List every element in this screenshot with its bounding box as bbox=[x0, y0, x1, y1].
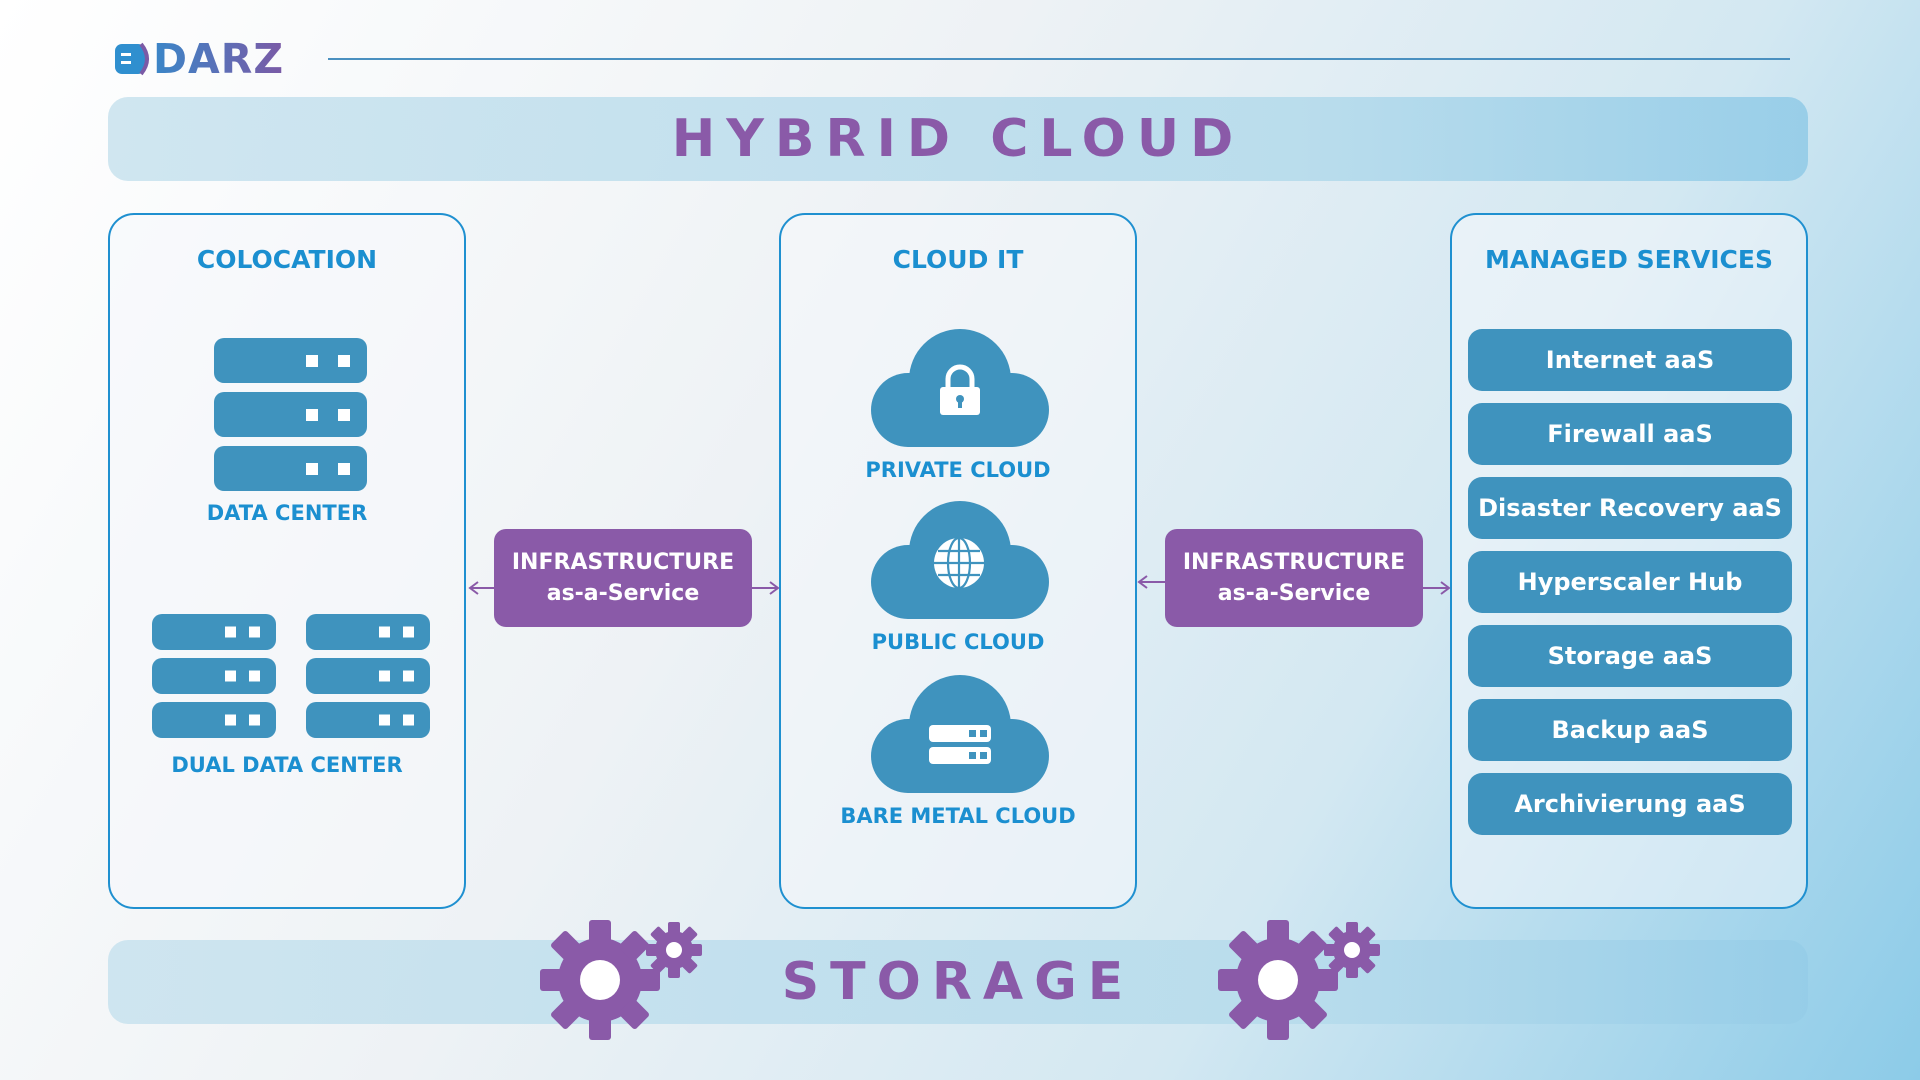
gears-icon bbox=[1218, 920, 1380, 1040]
iaas-left-line1: INFRASTRUCTURE bbox=[511, 550, 735, 575]
storage-banner: STORAGE bbox=[108, 940, 1808, 1024]
service-disaster-recovery: Disaster Recovery aaS bbox=[1468, 477, 1792, 539]
storage-title: STORAGE bbox=[781, 952, 1135, 1012]
logo-text: DARZ bbox=[153, 35, 285, 83]
bare-metal-cloud-label: BARE METAL CLOUD bbox=[840, 804, 1076, 828]
logo-mark-icon bbox=[115, 41, 153, 77]
iaas-connector-right: INFRASTRUCTURE as-a-Service bbox=[1165, 529, 1423, 627]
public-cloud-label: PUBLIC CLOUD bbox=[871, 630, 1045, 654]
colocation-panel: COLOCATION DATA CENTER DUAL DATA CENTER bbox=[108, 213, 466, 909]
dual-data-center-label: DUAL DATA CENTER bbox=[171, 753, 403, 777]
service-archivierung: Archivierung aaS bbox=[1468, 773, 1792, 835]
service-hyperscaler-hub: Hyperscaler Hub bbox=[1468, 551, 1792, 613]
data-center-label: DATA CENTER bbox=[206, 501, 368, 525]
private-cloud-label: PRIVATE CLOUD bbox=[865, 458, 1051, 482]
iaas-right-line1: INFRASTRUCTURE bbox=[1182, 550, 1406, 575]
left-arrow-icon bbox=[1137, 575, 1167, 589]
left-arrow-icon bbox=[468, 581, 496, 595]
banner-title: HYBRID CLOUD bbox=[671, 109, 1245, 169]
right-arrow-icon bbox=[752, 581, 780, 595]
iaas-connector-left: INFRASTRUCTURE as-a-Service bbox=[494, 529, 752, 627]
lock-cloud-icon bbox=[871, 329, 1049, 447]
right-arrow-icon bbox=[1423, 581, 1451, 595]
darz-logo: DARZ bbox=[115, 35, 285, 83]
gears-icon bbox=[540, 920, 702, 1040]
iaas-right-line2: as-a-Service bbox=[1217, 581, 1371, 606]
managed-services-panel: MANAGED SERVICES Internet aaS Firewall a… bbox=[1450, 213, 1808, 909]
header-divider bbox=[328, 58, 1790, 60]
iaas-left-line2: as-a-Service bbox=[546, 581, 700, 606]
service-firewall: Firewall aaS bbox=[1468, 403, 1792, 465]
cloud-it-panel: CLOUD IT PRIVATE CLOUD PUBLIC CLOUD bbox=[779, 213, 1137, 909]
service-backup: Backup aaS bbox=[1468, 699, 1792, 761]
hybrid-cloud-banner: HYBRID CLOUD bbox=[108, 97, 1808, 181]
globe-cloud-icon bbox=[871, 501, 1049, 619]
cloud-it-title: CLOUD IT bbox=[892, 245, 1024, 274]
colocation-title: COLOCATION bbox=[196, 245, 378, 274]
service-storage: Storage aaS bbox=[1468, 625, 1792, 687]
service-internet: Internet aaS bbox=[1468, 329, 1792, 391]
managed-services-title: MANAGED SERVICES bbox=[1485, 245, 1773, 274]
server-cloud-icon bbox=[871, 675, 1049, 793]
